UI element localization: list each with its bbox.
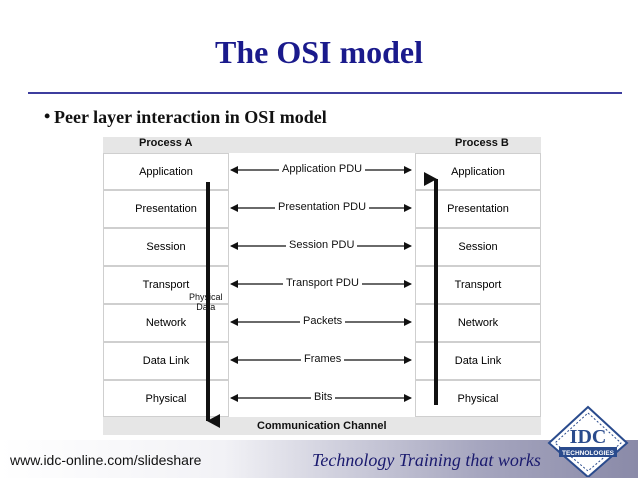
physical-data-label: Physical Data [189,292,223,312]
bullet-item: • Peer layer interaction in OSI model [44,106,327,128]
bullet-symbol: • [44,106,51,126]
slide-title: The OSI model [214,34,424,70]
process-a-label: Process A [139,137,193,149]
pdu-label-session: Session PDU [286,239,358,251]
footer-bar [0,440,638,478]
communication-channel-label: Communication Channel [257,420,387,432]
process-b-label: Process B [455,137,509,149]
idc-logo-icon: IDC TECHNOLOGIES [547,405,629,477]
pdu-label-frames: Frames [301,353,345,365]
pdu-label-presentation: Presentation PDU [275,201,370,213]
pdu-label-bits: Bits [311,391,336,403]
logo-name: IDC [570,426,607,448]
osi-diagram: Process A Process B Application Presenta… [103,137,541,435]
footer-tagline: Technology Training that works [312,450,541,470]
logo-subtext: TECHNOLOGIES [562,450,615,457]
title-divider [28,92,622,94]
footer-url: www.idc-online.com/slideshare [10,452,202,468]
pdu-label-packets: Packets [300,315,346,327]
bullet-text: Peer layer interaction in OSI model [54,107,327,127]
pdu-label-application: Application PDU [279,163,366,175]
pdu-label-transport: Transport PDU [283,277,362,289]
